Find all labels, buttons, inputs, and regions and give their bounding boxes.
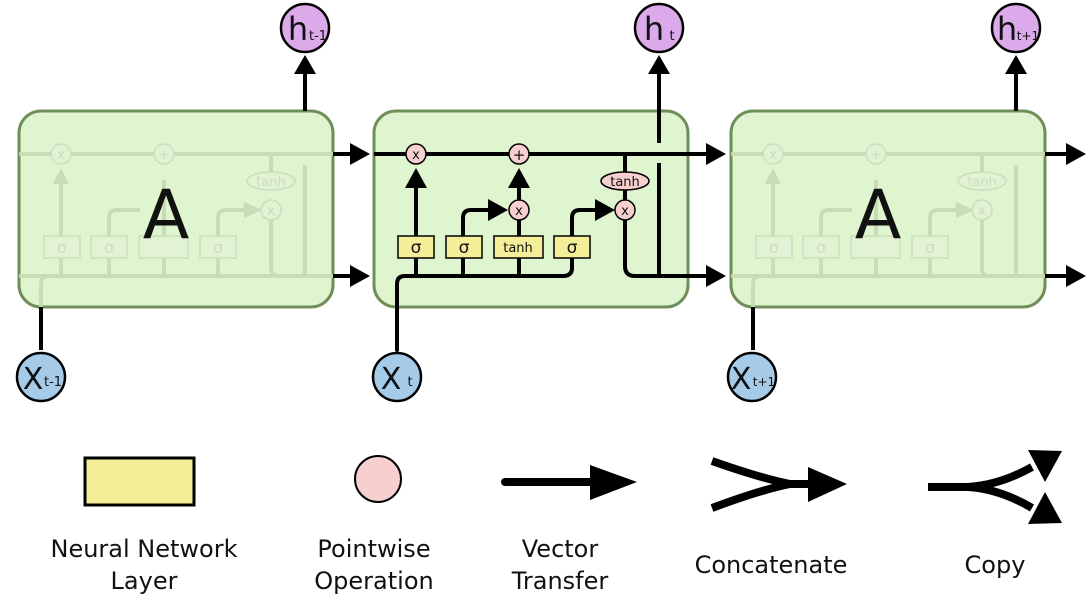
cell-next: x + x tanh σ σ σ A: [729, 55, 1086, 350]
svg-text:h: h: [288, 10, 308, 48]
svg-text:σ: σ: [567, 238, 578, 258]
svg-text:tanh: tanh: [256, 175, 286, 190]
svg-text:σ: σ: [816, 238, 826, 257]
svg-text:X: X: [381, 362, 402, 397]
cell-add-op: +: [508, 143, 530, 165]
svg-text:t: t: [669, 29, 674, 44]
svg-text:+: +: [870, 147, 882, 163]
legend-neural-network-layer: Neural Network Layer: [50, 456, 238, 595]
output-gate-arrow: [595, 199, 615, 221]
svg-text:tanh: tanh: [503, 241, 533, 256]
svg-text:t-1: t-1: [309, 29, 327, 44]
svg-text:x: x: [978, 204, 986, 219]
output-tanh-op: tanh: [600, 171, 650, 191]
hidden-out-arrow: [706, 265, 726, 287]
svg-text:tanh: tanh: [610, 175, 640, 190]
svg-text:σ: σ: [459, 238, 470, 258]
legend-concatenate: Concatenate: [695, 457, 848, 579]
svg-text:Copy: Copy: [965, 551, 1026, 579]
legend-op-swatch: [354, 455, 402, 503]
legend-vector-transfer: Vector Transfer: [501, 465, 637, 595]
svg-text:+: +: [158, 147, 170, 163]
legend-layer-swatch: [83, 456, 196, 507]
svg-text:X: X: [731, 362, 752, 397]
output-multiply-op: x: [614, 199, 636, 221]
svg-text:Vector: Vector: [522, 535, 599, 563]
cell-prev-ghost-internals: x + x tanh σ σ σ: [19, 143, 333, 307]
svg-text:σ: σ: [925, 238, 935, 257]
input-gate-layer: σ: [445, 235, 483, 259]
svg-text:x: x: [267, 204, 275, 219]
candidate-arrow: [508, 168, 530, 188]
copy-arrow-bottom-icon: [1028, 492, 1062, 524]
cell-prev: x + x tanh σ σ σ A: [17, 55, 370, 350]
vector-transfer-arrow-icon: [590, 465, 637, 500]
svg-text:σ: σ: [57, 238, 67, 257]
svg-text:x: x: [769, 148, 777, 163]
copy-arrow-top-icon: [1028, 450, 1062, 482]
svg-text:σ: σ: [104, 238, 114, 257]
svg-text:Neural Network: Neural Network: [50, 535, 237, 563]
hidden-out-line: [623, 218, 710, 278]
svg-text:t+1: t+1: [753, 375, 775, 389]
svg-text:x: x: [57, 148, 65, 163]
cell-next-label: A: [855, 176, 902, 255]
svg-text:+: +: [513, 146, 526, 164]
h-prev-node: h t-1: [279, 2, 331, 54]
cell-state-out-arrow: [706, 143, 726, 165]
svg-text:t+1: t+1: [1017, 29, 1039, 43]
h-next-node: h t+1: [990, 2, 1042, 54]
h-current-output-arrow: [648, 55, 670, 74]
candidate-layer: tanh: [493, 235, 544, 259]
forget-gate-layer: σ: [397, 235, 435, 259]
svg-text:Transfer: Transfer: [511, 567, 609, 595]
svg-text:t-1: t-1: [44, 375, 62, 390]
cell-current: σ σ tanh σ x + x tanh: [372, 55, 726, 352]
svg-text:x: x: [412, 148, 420, 163]
legend-copy: Copy: [928, 450, 1062, 579]
svg-text:Concatenate: Concatenate: [695, 551, 848, 579]
cell-next-hidden-arrow: [1066, 265, 1086, 287]
input-gate-arrow: [488, 199, 508, 221]
svg-text:h: h: [644, 10, 664, 48]
svg-text:t: t: [407, 375, 412, 390]
svg-text:σ: σ: [769, 238, 779, 257]
cell-prev-label: A: [143, 176, 190, 255]
x-prev-node: X t-1: [15, 351, 67, 403]
cell-prev-state-arrow: [350, 143, 370, 165]
svg-text:σ: σ: [411, 238, 422, 258]
svg-text:h: h: [997, 10, 1017, 48]
forget-multiply-op: x: [405, 143, 427, 165]
svg-text:tanh: tanh: [967, 175, 997, 190]
concatenate-arrow-icon: [808, 467, 847, 502]
svg-text:Layer: Layer: [111, 567, 178, 595]
h-current-node: h t: [633, 2, 685, 54]
cell-next-output-arrow: [1005, 55, 1027, 74]
x-next-node: X t+1: [726, 351, 778, 403]
svg-text:σ: σ: [213, 238, 223, 257]
svg-text:x: x: [621, 204, 629, 219]
cell-prev-output-arrow: [294, 55, 316, 74]
svg-text:Operation: Operation: [314, 567, 433, 595]
input-concat-line: [395, 256, 574, 352]
cell-next-ghost-internals: x + x tanh σ σ σ: [731, 143, 1045, 307]
forget-gate-arrow: [405, 168, 427, 188]
svg-text:x: x: [515, 204, 523, 219]
svg-text:X: X: [23, 362, 44, 397]
cell-next-state-arrow: [1066, 143, 1086, 165]
legend-pointwise-operation: Pointwise Operation: [314, 455, 434, 595]
svg-text:Pointwise: Pointwise: [317, 535, 430, 563]
input-multiply-op: x: [508, 199, 530, 221]
x-current-node: X t: [371, 351, 423, 403]
cell-prev-hidden-arrow: [350, 265, 370, 287]
output-gate-layer: σ: [553, 235, 591, 259]
legend: Neural Network Layer Pointwise Operation…: [50, 450, 1062, 595]
